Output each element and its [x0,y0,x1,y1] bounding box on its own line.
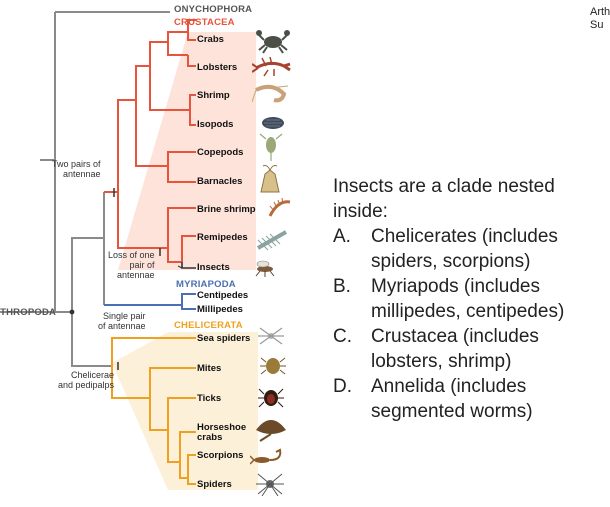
taxon-isopods: Isopods [197,119,234,130]
spider-icon [256,473,284,496]
brine-shrimp-icon [268,197,291,217]
option-text: Myriapods (includes millipedes, centiped… [371,276,565,322]
option-text: Chelicerates (includes spiders, scorpion… [371,226,558,272]
chelicerata-shade [112,332,258,490]
option-d: D. Annelida (includes segmented worms) [333,374,603,424]
option-letter: C. [333,326,352,347]
taxon-spiders: Spiders [197,479,232,490]
chelicerata-label: CHELICERATA [174,320,243,331]
question-prompt: Insects are a clade nested inside: [333,176,555,222]
remipede-icon [257,230,287,251]
taxon-scorpions: Scorpions [197,450,244,461]
isopod-icon [262,117,284,129]
myriapoda-label: MYRIAPODA [176,279,236,290]
shrimp-icon [252,84,289,103]
option-a: A. Chelicerates (includes spiders, scorp… [333,224,603,274]
corner-title-fragment: Arth Su [590,6,610,31]
taxon-centipedes: Centipedes [197,290,249,301]
crustacea-label: CRUSTACEA [174,17,235,28]
option-text: Annelida (includes segmented worms) [371,376,533,422]
taxon-crabs: Crabs [197,34,224,45]
taxon-millipedes: Millipedes [197,304,243,315]
barnacle-icon [260,165,280,193]
mite-icon [260,357,286,375]
insect-icon [255,260,275,277]
option-b: B. Myriapods (includes millipedes, centi… [333,274,603,324]
lobster-icon [252,56,291,77]
arthropoda-label: ARTHROPODA [0,307,57,318]
option-letter: D. [333,376,352,397]
onychophora-label: ONYCHOPHORA [174,4,253,15]
taxon-lobsters: Lobsters [197,62,238,73]
copepod-icon [259,133,283,161]
question-block: Insects are a clade nested inside: A. Ch… [333,174,603,424]
sea-spider-icon [258,327,284,345]
option-text: Crustacea (includes lobsters, shrimp) [371,326,539,372]
tick-icon [258,388,284,408]
scorpion-icon [250,448,282,465]
horseshoe-crab-icon [256,420,286,442]
taxon-remipedes: Remipedes [197,232,248,243]
taxon-ticks: Ticks [197,393,222,404]
taxon-sea-spiders: Sea spiders [197,333,251,344]
option-letter: A. [333,226,351,247]
taxon-shrimp: Shrimp [197,90,230,101]
taxon-brine-shrimp: Brine shrimp [197,204,256,215]
crab-icon [256,30,290,54]
taxon-mites: Mites [197,363,222,374]
taxon-insects: Insects [197,262,230,273]
option-c: C. Crustacea (includes lobsters, shrimp) [333,324,603,374]
option-letter: B. [333,276,351,297]
taxon-copepods: Copepods [197,147,244,158]
taxon-barnacles: Barnacles [197,176,243,187]
